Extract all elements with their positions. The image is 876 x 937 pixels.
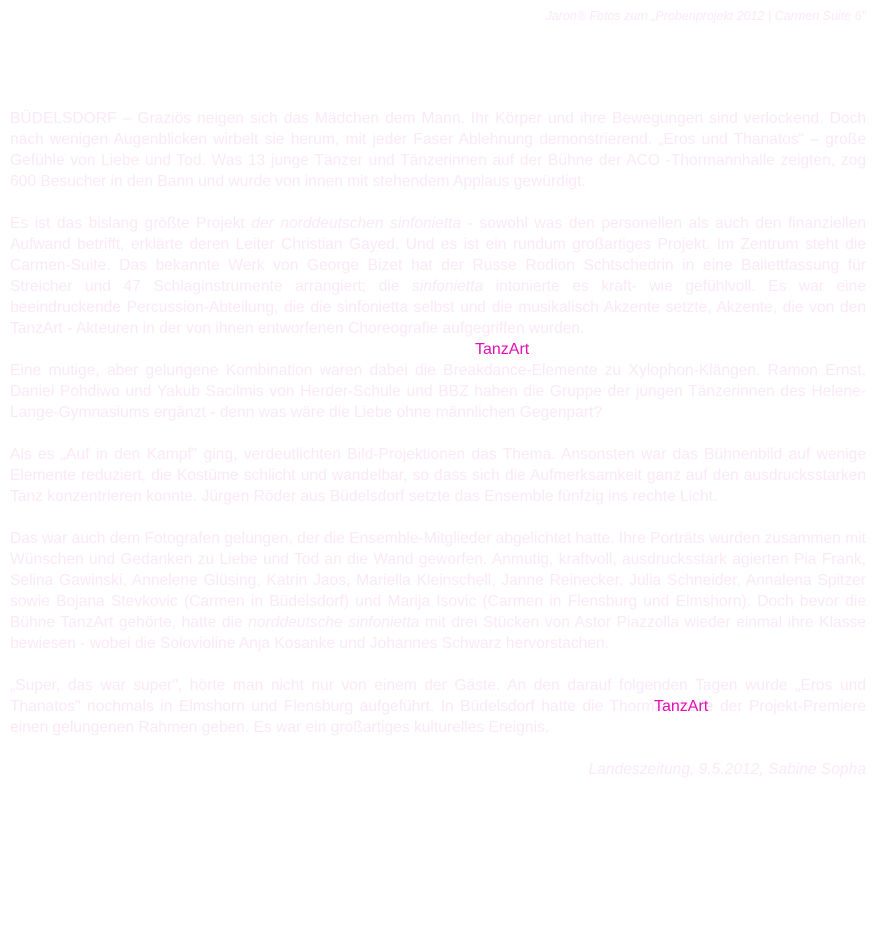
paragraph-2: Es ist das bislang größte Projekt der no… — [10, 213, 866, 339]
paragraph-5: Das war auch dem Fotografen gelungen, de… — [10, 528, 866, 654]
orchestra-short-name: sinfonietta — [412, 278, 484, 295]
paragraph-2-part-c: intonierte es kraft- wie gefühlvoll. Es … — [10, 278, 866, 337]
paragraph-5-part-a: Das war auch dem Fotografen gelungen, de… — [10, 530, 866, 631]
orchestra-name: der norddeutschen sinfonietta — [251, 215, 462, 232]
paragraph-6: „Super, das war super", hörte man nicht … — [10, 677, 866, 736]
tanzart-link-2[interactable]: TanzArt — [654, 698, 709, 715]
tanzart-link-1[interactable]: TanzArt — [475, 341, 530, 358]
paragraph-1: BÜDELSDORF – Graziös neigen sich das Mäd… — [10, 108, 866, 192]
paragraph-2-part-b: - sowohl was den personellen als auch de… — [10, 215, 866, 295]
header-caption: Jaron® Fotos zum „Probenprojekt 2012 | C… — [545, 9, 866, 23]
article-signature: Landeszeitung, 9.5.2012, Sabine Sopha — [588, 761, 866, 778]
paragraph-1-text: – Graziös neigen sich das Mädchen dem Ma… — [10, 110, 866, 190]
paragraph-4: Als es „Auf in den Kampf" ging, verdeutl… — [10, 446, 866, 505]
dateline: BÜDELSDORF — [10, 110, 117, 127]
paragraph-3: Eine mutige, aber gelungene Kombination … — [10, 362, 866, 421]
article-body: BÜDELSDORF – Graziös neigen sich das Mäd… — [10, 108, 866, 801]
article-page: Jaron® Fotos zum „Probenprojekt 2012 | C… — [10, 0, 866, 937]
paragraph-5-part-b: mit drei Stücken von Astor Piazzolla wie… — [10, 614, 866, 652]
orchestra-name-2: norddeutsche sinfonietta — [248, 614, 420, 631]
paragraph-2-part-a: Es ist das bislang größte Projekt — [10, 215, 252, 232]
